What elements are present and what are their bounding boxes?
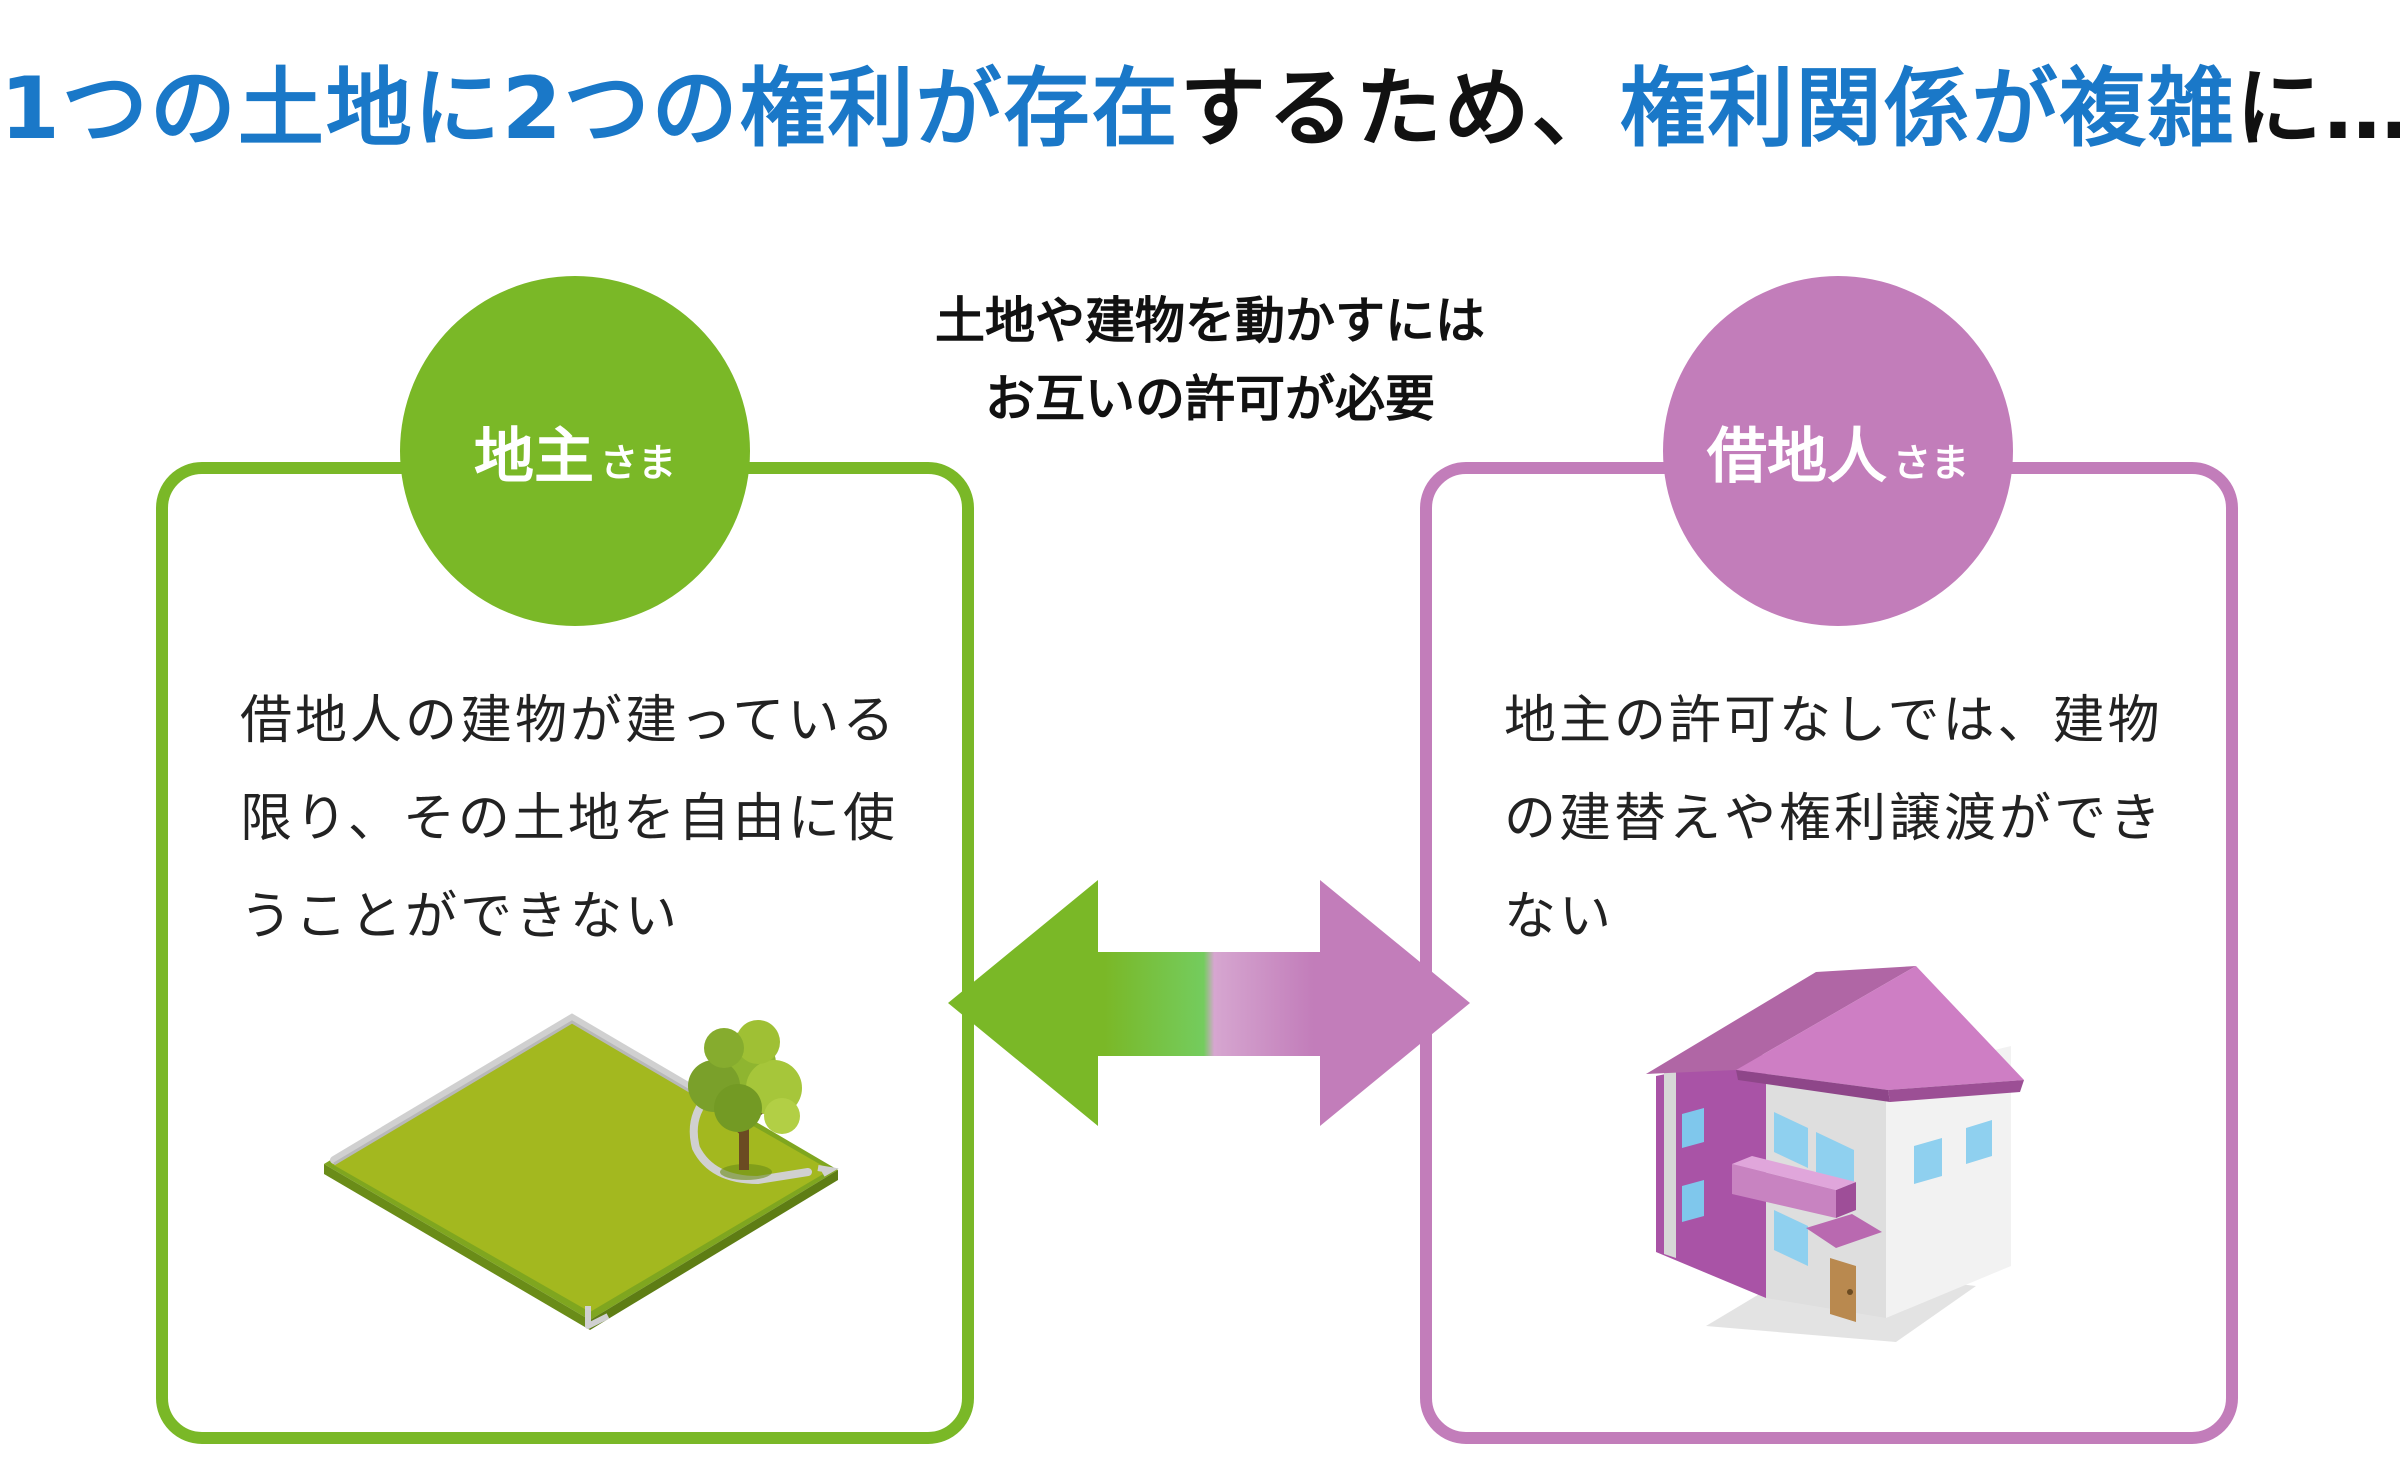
landowner-title: 地主 <box>473 421 594 492</box>
tenant-badge: 借地人さま <box>1663 276 2013 626</box>
landowner-desc-line: 限り、その土地を自由に使 <box>240 789 898 849</box>
mutual-permission-note: 土地や建物を動かすには お互いの許可が必要 <box>860 282 1560 438</box>
double-arrow-icon <box>948 880 1470 1126</box>
landowner-description: 借地人の建物が建っている 限り、その土地を自由に使 うことができない <box>240 672 930 966</box>
headline-part-1: 1つの土地に2つの権利が存在 <box>0 59 1180 159</box>
headline: 1つの土地に2つの権利が存在するため、権利関係が複雑に… <box>0 38 2400 163</box>
landowner-desc-line: うことができない <box>240 887 681 947</box>
tenant-honorific: さま <box>1892 440 1969 485</box>
landowner-honorific: さま <box>599 440 676 485</box>
note-line-2: お互いの許可が必要 <box>985 370 1435 428</box>
note-line-1: 土地や建物を動かすには <box>935 292 1485 350</box>
headline-part-3: 権利関係が複雑 <box>1619 59 2236 159</box>
landowner-badge: 地主さま <box>400 276 750 626</box>
tenant-desc-line: の建替えや権利譲渡ができ <box>1504 789 2165 849</box>
tenant-title: 借地人 <box>1706 421 1887 492</box>
headline-part-2: するため、 <box>1179 59 1620 159</box>
tenant-desc-line: ない <box>1504 887 1615 947</box>
tenant-desc-line: 地主の許可なしでは、建物 <box>1504 691 2163 751</box>
headline-part-4: に… <box>2235 59 2400 159</box>
tenant-description: 地主の許可なしでは、建物 の建替えや権利譲渡ができ ない <box>1504 672 2204 966</box>
landowner-desc-line: 借地人の建物が建っている <box>240 691 898 751</box>
land-plot-icon <box>324 1013 839 1330</box>
house-icon <box>1646 966 2024 1342</box>
